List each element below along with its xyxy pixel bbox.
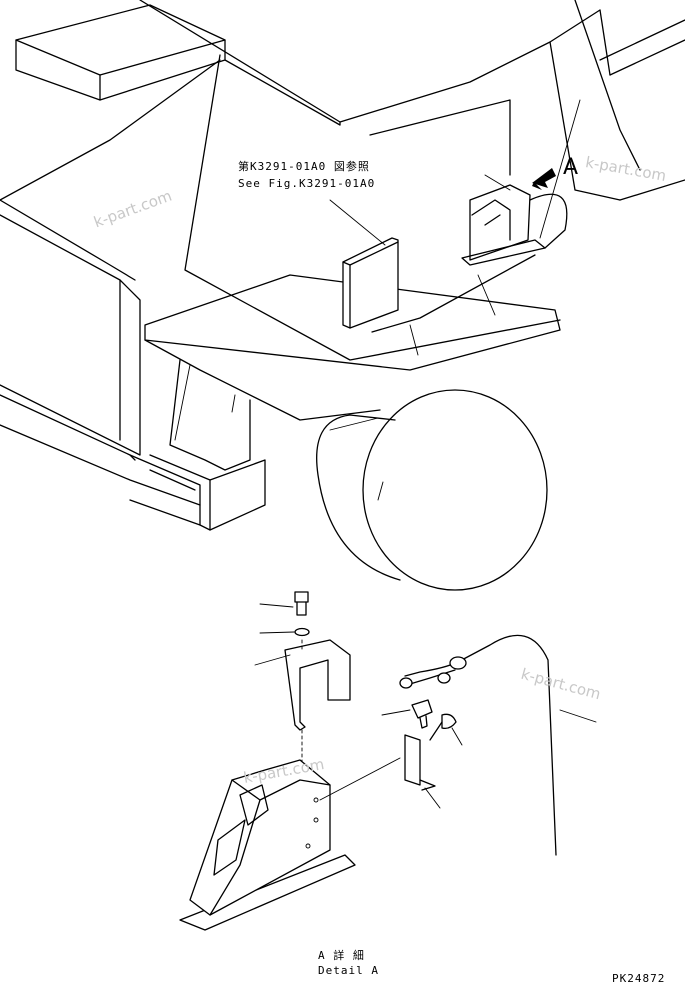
bolt bbox=[294, 591, 309, 603]
component-box bbox=[329, 199, 399, 329]
detail-view bbox=[179, 591, 597, 931]
installed-assembly bbox=[371, 99, 581, 356]
machine-body bbox=[0, 0, 685, 591]
mounting-plate bbox=[404, 734, 421, 786]
view-arrow-icon bbox=[532, 168, 556, 188]
view-callout-label: A bbox=[563, 155, 579, 180]
detail-caption-english: Detail A bbox=[318, 964, 379, 977]
bracket bbox=[284, 639, 351, 731]
figure-reference-japanese: 第K3291-01A0 図参照 bbox=[238, 160, 370, 173]
lever-housing bbox=[189, 759, 331, 916]
cable bbox=[404, 634, 557, 856]
figure-reference-english: See Fig.K3291-01A0 bbox=[238, 177, 376, 190]
switch bbox=[411, 699, 433, 719]
washer bbox=[294, 627, 310, 637]
housing-base bbox=[179, 854, 356, 931]
detail-caption-japanese: A 詳 細 bbox=[318, 949, 365, 962]
screw bbox=[441, 713, 457, 730]
tire bbox=[362, 389, 548, 591]
part-number: PK24872 bbox=[612, 972, 666, 985]
